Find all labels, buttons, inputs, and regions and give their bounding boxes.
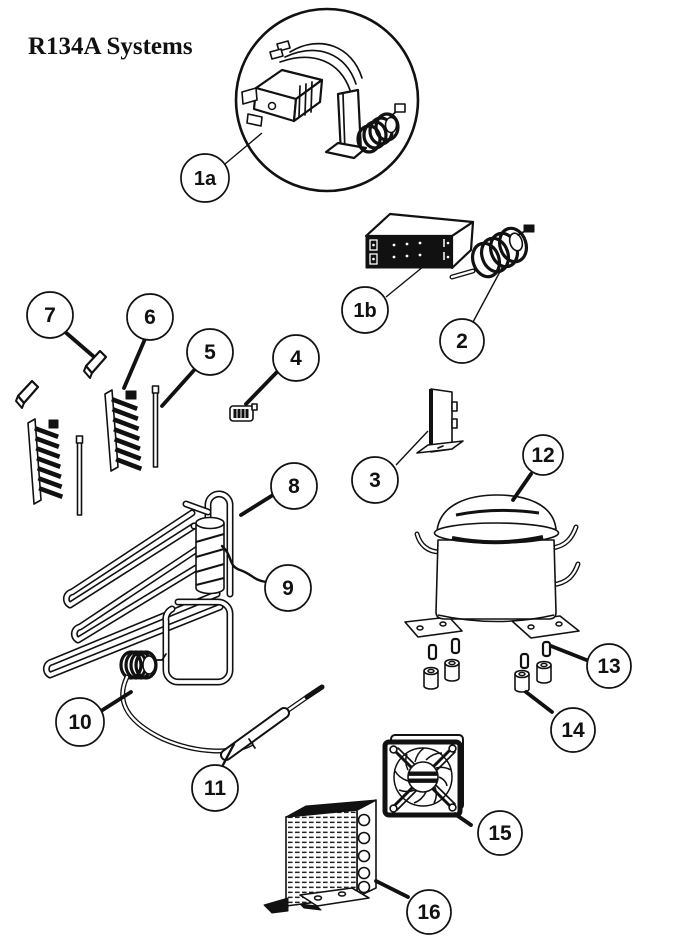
finned-strip-left [27,418,64,505]
mounting-bracket [416,388,464,454]
callout-5: 5 [186,328,234,376]
callout-16: 16 [406,889,452,935]
svg-text:3: 3 [369,469,381,492]
electronic-control-module [364,212,475,270]
thermostat-capillary-coil [356,103,406,154]
mounting-pins [427,637,552,670]
svg-text:6: 6 [144,306,156,329]
svg-text:1b: 1b [353,300,376,322]
page-title: R134A Systems [28,33,193,60]
rubber-grommets [423,658,552,693]
callout-8: 8 [270,462,318,510]
callout-9: 9 [264,564,312,612]
grommet [444,658,460,682]
capillary-tube-coil [119,650,251,751]
callout-15: 15 [477,810,523,856]
svg-text:11: 11 [204,777,227,800]
svg-text:15: 15 [488,822,512,845]
grommet [536,660,552,684]
callout-4: 4 [272,334,320,382]
svg-text:14: 14 [561,719,585,742]
finned-strips [27,389,143,505]
retainer-rods [75,385,160,516]
svg-text:7: 7 [44,304,56,327]
magnifier-circle [234,7,420,193]
svg-text:16: 16 [417,901,440,924]
callout-11: 11 [191,764,239,812]
callout-14: 14 [550,707,596,753]
thermostat-body [241,68,324,127]
grommet [514,669,530,693]
callout-3: 3 [351,456,399,504]
callout-1a: 1a [180,153,230,203]
callout-2: 2 [439,318,485,364]
knurled-nut [229,403,258,422]
filter-drier [226,684,325,755]
svg-text:13: 13 [597,655,620,678]
callout-1b: 1b [341,286,389,334]
accumulator [195,516,225,595]
svg-text:1a: 1a [194,168,217,190]
callout-6: 6 [126,293,174,341]
svg-text:10: 10 [68,711,91,734]
svg-text:12: 12 [531,444,554,467]
svg-text:9: 9 [282,577,294,600]
callout-10: 10 [55,697,105,747]
callout-7: 7 [26,291,74,339]
wire-terminals [269,40,291,60]
grommet [423,666,439,690]
svg-text:4: 4 [290,347,302,370]
svg-text:5: 5 [204,341,216,364]
thermostat-assembly-detail [241,40,406,160]
svg-text:2: 2 [456,330,468,353]
leader-lines [62,132,591,899]
condenser-coil [263,799,377,914]
condenser-fan [382,734,464,818]
svg-text:8: 8 [288,475,300,498]
finned-strip-right [104,389,143,472]
capillary-coil [452,224,535,280]
clip-plates [15,349,108,409]
callout-13: 13 [586,643,632,689]
callout-12: 12 [522,434,564,476]
compressor [404,494,579,639]
